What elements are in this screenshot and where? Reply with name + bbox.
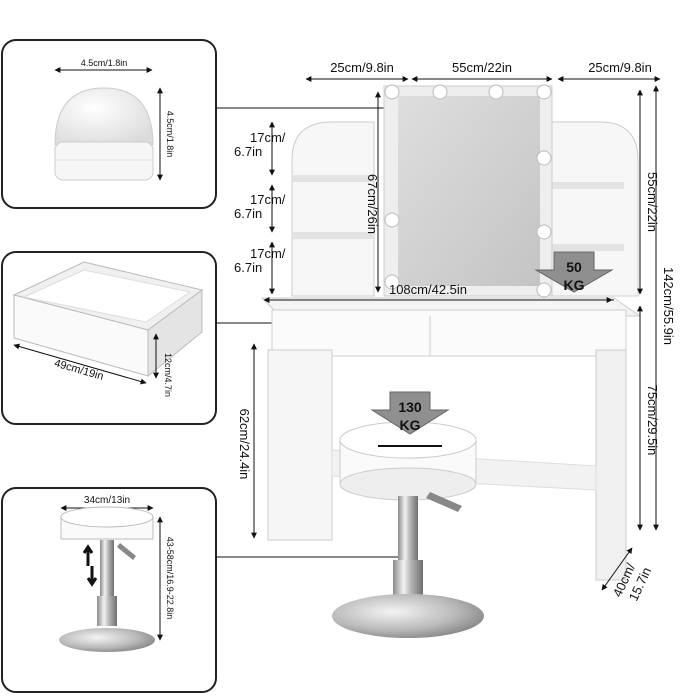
table-width-dim: 108cm/42.5in [389, 282, 467, 297]
shelf-1-dim-a: 17cm/ [250, 130, 286, 145]
stool-width-label: 34cm/13in [84, 495, 130, 506]
drawer-height-label: 12cm/4.7in [163, 353, 173, 397]
top-mid-dim: 55cm/22in [452, 60, 512, 75]
mirror-right-dim: 55cm/22in [645, 172, 660, 232]
bulb-inset: 4.5cm/1.8in 4.5cm/1.8in [1, 39, 217, 209]
stool-weight-value: 130 [398, 399, 422, 415]
top-left-dim: 25cm/9.8in [330, 60, 394, 75]
stool [332, 421, 484, 638]
shelf-3-dim-b: 6.7in [234, 260, 262, 275]
stool-inset: 34cm/13in 43-58cm/16.9-22.8in [1, 487, 217, 693]
dimension-lines [251, 76, 661, 591]
bulb-width-label: 4.5cm/1.8in [81, 58, 128, 68]
drawer-inset: 49cm/19in 12cm/4.7in [1, 251, 217, 425]
total-height-dim: 142cm/55.9in [661, 267, 676, 345]
stool-height-label: 43-58cm/16.9-22.8in [165, 537, 175, 620]
bulb-height-label: 4.5cm/1.8in [165, 111, 175, 158]
shelf-1-dim-b: 6.7in [234, 144, 262, 159]
table-weight-arrow: 50 KG [534, 251, 614, 293]
shelf-2-dim-a: 17cm/ [250, 192, 286, 207]
top-right-dim: 25cm/9.8in [588, 60, 652, 75]
leg-height-dim: 62cm/24.4in [237, 409, 252, 480]
stool-weight-arrow: 130 KG [370, 391, 450, 435]
table-height-dim: 75cm/29.5in [645, 385, 660, 456]
shelf-3-dim-a: 17cm/ [250, 246, 286, 261]
table-weight-value: 50 [566, 259, 582, 275]
mirror-height-dim: 67cm/26in [365, 174, 380, 234]
table-weight-unit: KG [564, 277, 585, 293]
shelf-2-dim-b: 6.7in [234, 206, 262, 221]
stool-weight-unit: KG [400, 417, 421, 433]
